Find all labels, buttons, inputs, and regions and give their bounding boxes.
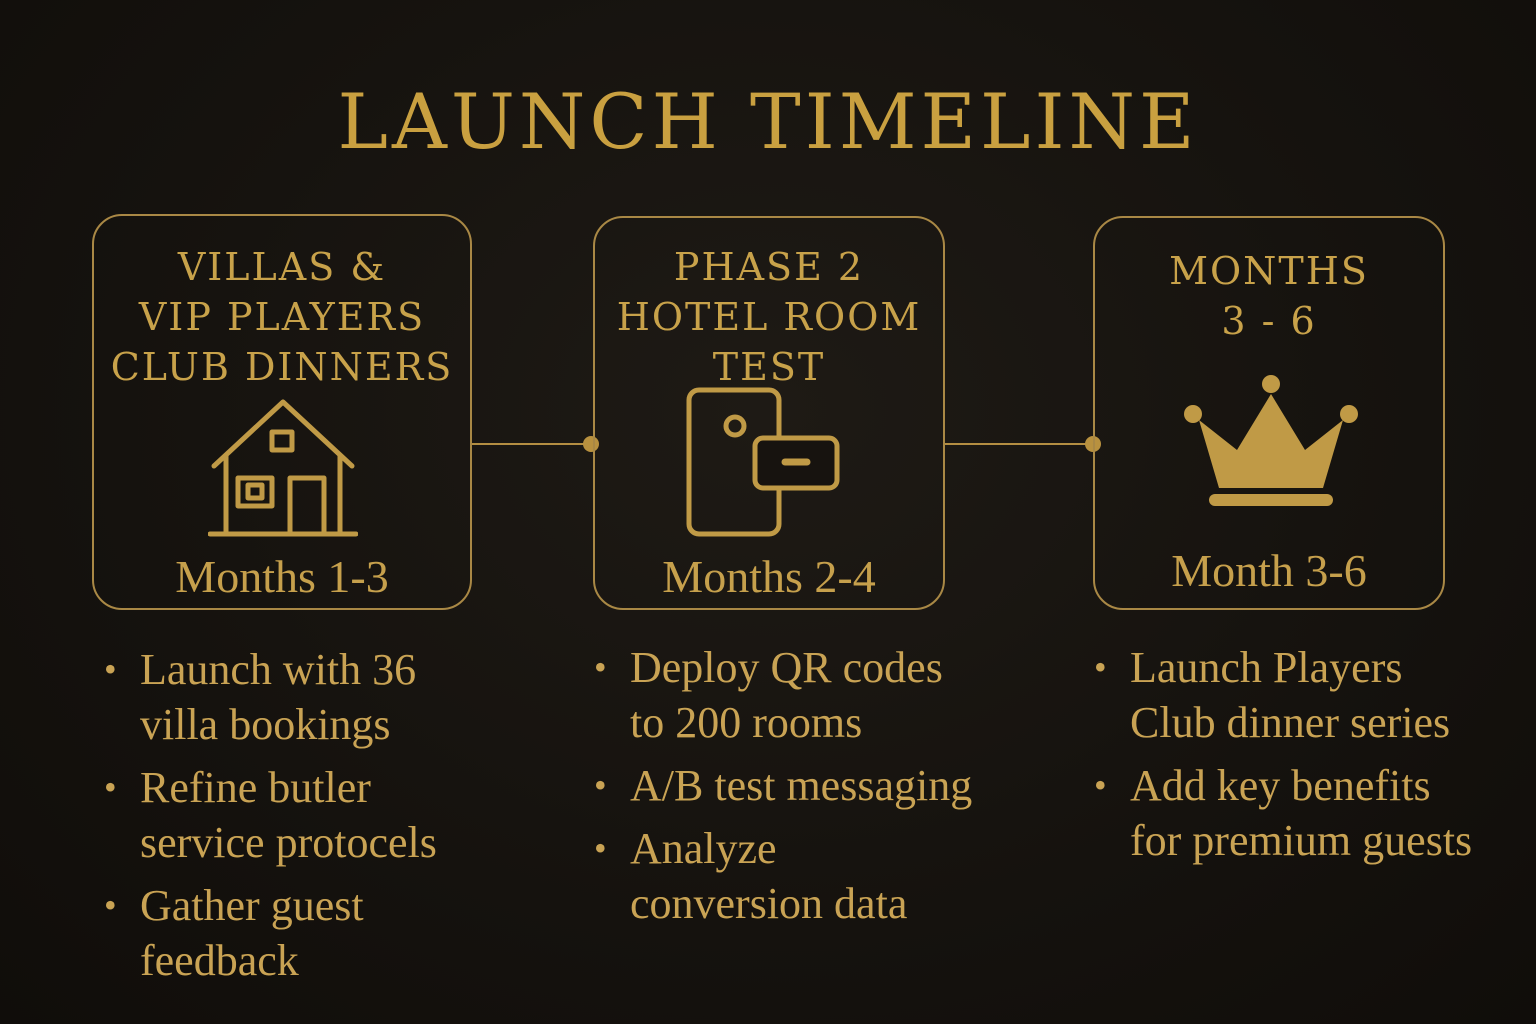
bullet-icon: • — [1094, 765, 1107, 805]
phase-heading-line: VILLAS & — [177, 245, 387, 289]
list-item-line: Launch Players — [1130, 643, 1403, 692]
list-item: • Refine butler service protocels — [104, 760, 524, 870]
list-item-line: service protocels — [140, 818, 437, 867]
list-item: • Gather guest feedback — [104, 878, 524, 988]
bullet-icon: • — [594, 765, 607, 805]
phase-heading-line: PHASE 2 — [673, 245, 865, 289]
bullet-icon: • — [104, 649, 117, 689]
page-title: LAUNCH TIMELINE — [337, 77, 1199, 166]
phase-heading-line: CLUB DINNERS — [110, 345, 454, 389]
list-item: • Deploy QR codes to 200 rooms — [594, 640, 1024, 750]
phase-period: Months 1-3 — [175, 551, 389, 602]
phase-tasks-list: • Deploy QR codes to 200 rooms • A/B tes… — [594, 640, 1024, 939]
phase-heading: MONTHS 3 - 6 — [1095, 246, 1443, 346]
list-item-line: Deploy QR codes — [630, 643, 943, 692]
crown-icon — [1184, 375, 1358, 506]
phase-period: Month 3-6 — [1171, 545, 1367, 596]
bullet-icon: • — [1094, 647, 1107, 687]
phase-heading-line: MONTHS — [1169, 249, 1369, 293]
list-item-line: Club dinner series — [1130, 698, 1451, 747]
list-item-line: to 200 rooms — [630, 698, 863, 747]
phase-heading-line: 3 - 6 — [1221, 299, 1317, 343]
timeline-node-1 — [583, 436, 599, 452]
list-item: • Analyze conversion data — [594, 821, 1024, 931]
list-item-line: Add key benefits — [1130, 761, 1431, 810]
phase-card-villas: VILLAS & VIP PLAYERS CLUB DINNERS Months… — [92, 214, 472, 610]
list-item: • Launch with 36 villa bookings — [104, 642, 524, 752]
list-item: • Add key benefits for premium guests — [1094, 758, 1534, 868]
house-icon — [208, 399, 358, 537]
bullet-icon: • — [104, 767, 117, 807]
bullet-icon: • — [594, 647, 607, 687]
phase-tasks-list: • Launch with 36 villa bookings • Refine… — [104, 642, 524, 996]
timeline-connector-1 — [470, 443, 594, 445]
list-item-line: feedback — [140, 936, 299, 985]
phase-period: Months 2-4 — [662, 551, 876, 602]
phase-heading: PHASE 2 HOTEL ROOM TEST — [595, 242, 943, 392]
bullet-icon: • — [104, 885, 117, 925]
phase-card-hotel-room-test: PHASE 2 HOTEL ROOM TEST Months 2-4 — [593, 216, 945, 610]
list-item-line: for premium guests — [1130, 816, 1473, 865]
phase-heading-line: HOTEL ROOM — [616, 295, 922, 339]
list-item-line: Analyze — [630, 824, 777, 873]
phase-card-months-3-6: MONTHS 3 - 6 Month 3-6 — [1093, 216, 1445, 610]
bullet-icon: • — [594, 828, 607, 868]
list-item: • A/B test messaging — [594, 758, 1024, 813]
phase-tasks-list: • Launch Players Club dinner series • Ad… — [1094, 640, 1534, 876]
list-item-line: conversion data — [630, 879, 908, 928]
list-item-line: Refine butler — [140, 763, 371, 812]
list-item-line: Gather guest — [140, 881, 364, 930]
phase-heading-line: TEST — [712, 345, 826, 389]
phone-qr-icon — [686, 387, 840, 537]
list-item-line: A/B test messaging — [630, 761, 973, 810]
list-item-line: villa bookings — [140, 700, 391, 749]
phase-heading: VILLAS & VIP PLAYERS CLUB DINNERS — [94, 242, 470, 392]
list-item-line: Launch with 36 — [140, 645, 417, 694]
timeline-connector-2 — [944, 443, 1094, 445]
list-item: • Launch Players Club dinner series — [1094, 640, 1534, 750]
phase-heading-line: VIP PLAYERS — [138, 295, 426, 339]
